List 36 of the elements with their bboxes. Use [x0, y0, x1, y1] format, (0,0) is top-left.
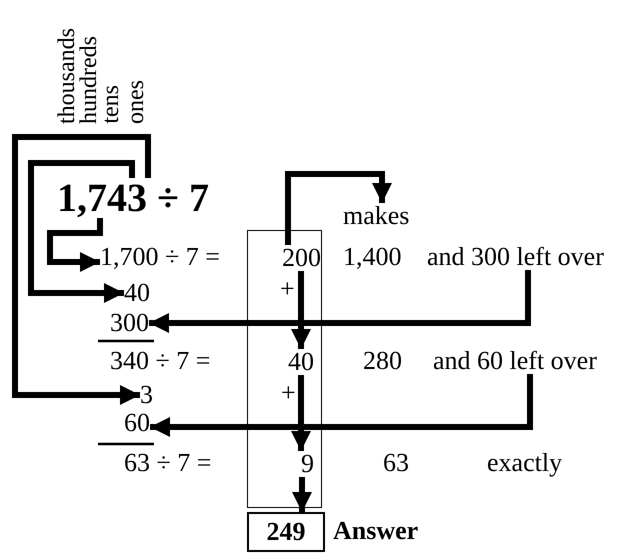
division-step: 340 ÷ 7 =: [110, 348, 210, 374]
division-step: 63 ÷ 7 =: [124, 450, 212, 476]
step-text: makes: [343, 203, 410, 229]
answer-label: Answer: [333, 518, 418, 544]
product-value: 1,400: [343, 244, 402, 270]
partial-quotient: 200: [282, 245, 321, 271]
arrow: [291, 271, 311, 349]
arrow: [28, 160, 135, 303]
edge-label: +: [281, 380, 296, 406]
arrow: [292, 477, 312, 512]
carried-remainder: 300: [110, 310, 149, 336]
answer-box: 249: [247, 512, 325, 552]
product-value: 63: [383, 450, 409, 476]
arrow: [149, 270, 531, 333]
carried-remainder: 60: [124, 410, 150, 436]
remainder-text: and 300 left over: [427, 244, 604, 270]
remainder-text: and 60 left over: [433, 348, 597, 374]
edge-label: +: [280, 276, 295, 302]
place-value-label: ones: [124, 80, 148, 124]
ones-digit: 3: [140, 382, 153, 408]
arrow: [150, 374, 533, 437]
result-text: exactly: [487, 450, 562, 476]
product-value: 280: [363, 348, 402, 374]
partial-quotient: 9: [301, 451, 314, 477]
place-value-label: hundreds: [77, 36, 101, 124]
place-value-label: thousands: [55, 28, 79, 124]
arrow: [285, 171, 392, 245]
arrow: [291, 375, 311, 451]
quotient-column: [247, 230, 322, 508]
partial-quotient: 40: [288, 349, 314, 375]
place-value-label: tens: [99, 85, 123, 124]
arrow: [12, 134, 151, 405]
arrow: [47, 218, 103, 272]
dividend-heading: 1,743 ÷ 7: [57, 178, 209, 218]
tens-digit: 40: [124, 280, 150, 306]
division-step: 1,700 ÷ 7 =: [100, 244, 220, 270]
